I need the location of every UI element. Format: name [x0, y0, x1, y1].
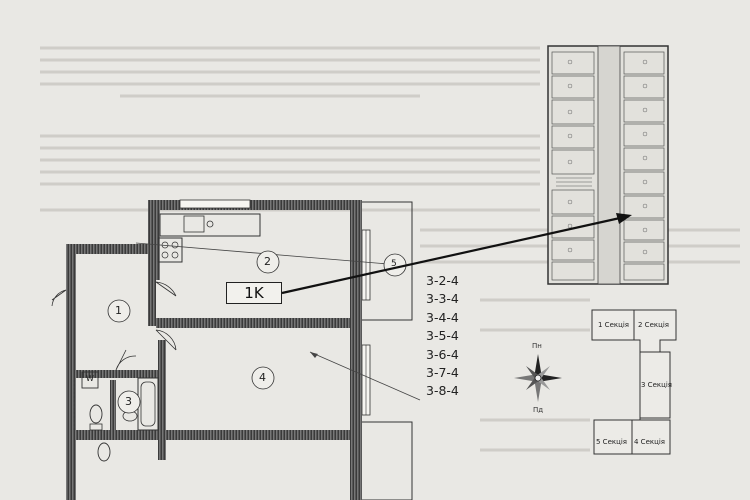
apartment-code: 3-7-4 [426, 364, 459, 380]
compass-south-label: Пд [533, 406, 544, 414]
apartment-code: 3-4-4 [426, 309, 459, 325]
building-floor-plan [547, 45, 669, 285]
sections-key [591, 309, 677, 455]
room-1-label: 1 [115, 304, 122, 317]
room-3-label: 3 [125, 395, 132, 408]
room-5-label: 5 [391, 259, 397, 269]
apartment-codes-list: 3-2-4 3-3-4 3-4-4 3-5-4 3-6-4 3-7-4 3-8-… [426, 272, 486, 401]
unit-label-box: 1K [226, 282, 282, 304]
apartment-code: 3-5-4 [426, 328, 459, 344]
section-5-label: 5 Секція [596, 438, 628, 446]
section-2-label: 2 Секція [638, 321, 670, 329]
room-2-label: 2 [264, 255, 271, 268]
compass-rose [514, 354, 562, 402]
section-4-label: 4 Секція [634, 438, 666, 446]
apartment-code: 3-2-4 [426, 273, 459, 288]
compass-north-label: Пн [532, 342, 542, 350]
pointer-arrow [281, 213, 632, 295]
apartment-code: 3-3-4 [426, 291, 459, 307]
apartment-code: 3-8-4 [426, 383, 459, 399]
section-1-label: 1 Секція [598, 321, 630, 329]
apartment-plan [51, 199, 421, 500]
apartment-code: 3-6-4 [426, 346, 459, 362]
section-3-label: 3 Секція [641, 381, 673, 389]
washer-label: W [86, 374, 94, 383]
room-4-label: 4 [259, 371, 266, 384]
